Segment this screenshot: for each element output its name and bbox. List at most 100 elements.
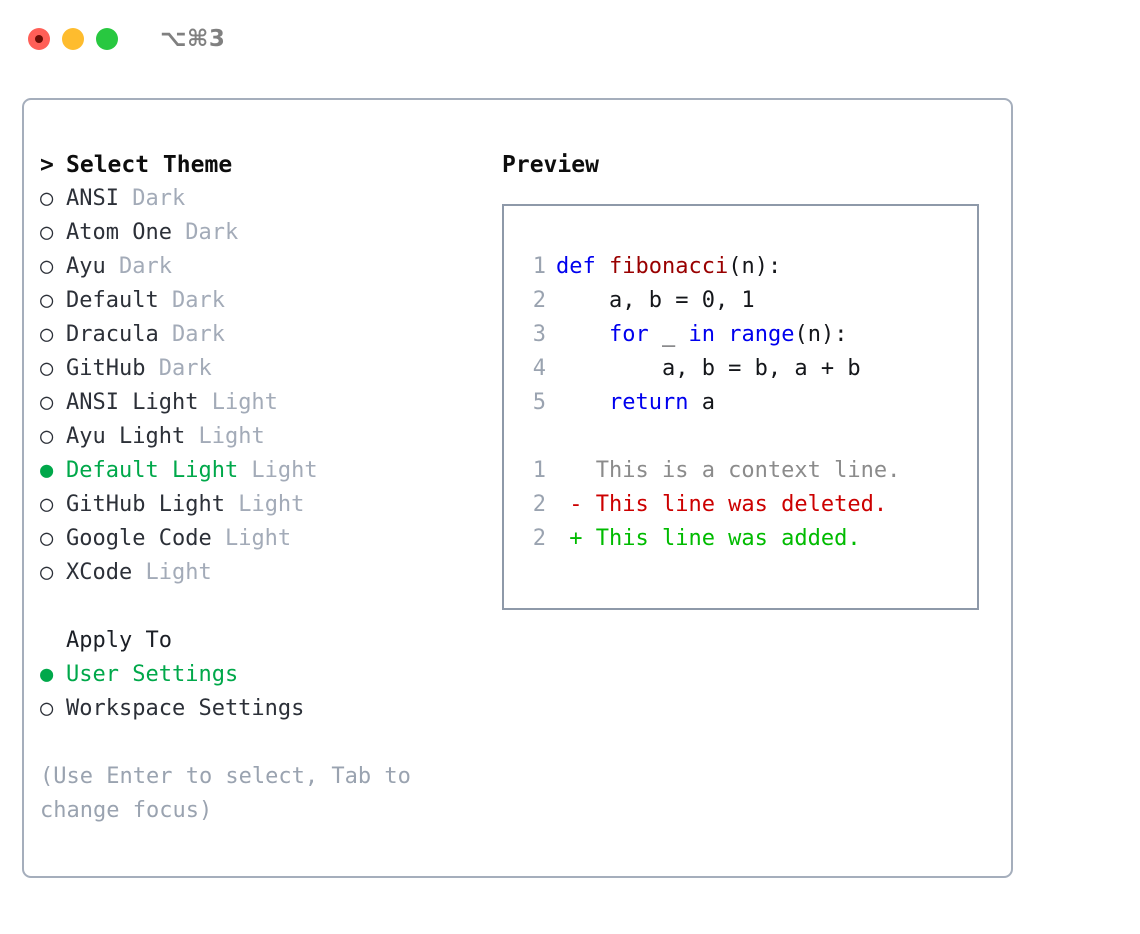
page-title: > Select Theme bbox=[40, 148, 490, 182]
radio-unselected-icon: ○ bbox=[40, 254, 54, 279]
theme-variant-badge: Dark bbox=[145, 356, 212, 381]
radio-unselected-icon: ○ bbox=[40, 424, 54, 449]
close-button[interactable] bbox=[28, 28, 50, 50]
line-number: 3 bbox=[532, 322, 546, 347]
theme-list-item[interactable]: ○ Ayu Dark bbox=[40, 250, 490, 284]
theme-variant-badge: Light bbox=[132, 560, 212, 585]
code-token: return bbox=[608, 390, 689, 415]
diff-line-text: + This line was added. bbox=[556, 526, 861, 551]
code-token: a, b = 0, 1 bbox=[556, 288, 755, 313]
page-title-text: Select Theme bbox=[66, 152, 233, 178]
theme-variant-badge: Light bbox=[211, 526, 292, 551]
theme-variant-badge: Dark bbox=[171, 220, 239, 245]
line-number: 2 bbox=[532, 526, 546, 551]
window-controls bbox=[28, 28, 118, 50]
theme-list-item[interactable]: ○ GitHub Dark bbox=[40, 352, 490, 386]
theme-name: ANSI bbox=[66, 186, 119, 211]
line-number: 2 bbox=[532, 492, 546, 517]
code-sample: 1 def fibonacci(n): 2 a, b = 0, 1 3 for _ i… bbox=[504, 250, 977, 420]
code-token: in bbox=[688, 322, 715, 347]
code-token: a, b = b, a + b bbox=[556, 356, 861, 381]
preview-box: 1 def fibonacci(n): 2 a, b = 0, 1 3 for _ i… bbox=[502, 204, 979, 610]
radio-unselected-icon: ○ bbox=[40, 526, 54, 551]
code-token: for bbox=[608, 322, 649, 347]
theme-variant-badge: Light bbox=[198, 390, 278, 415]
line-number: 5 bbox=[532, 390, 546, 415]
radio-unselected-icon: ○ bbox=[40, 560, 54, 585]
code-token: range bbox=[728, 322, 795, 347]
theme-name: XCode bbox=[66, 560, 133, 585]
diff-line-text: - This line was deleted. bbox=[556, 492, 888, 517]
theme-variant-badge: Dark bbox=[158, 288, 225, 313]
radio-selected-icon: ● bbox=[40, 458, 54, 483]
apply-to-option-label: Workspace Settings bbox=[66, 696, 305, 721]
line-number: 1 bbox=[532, 458, 546, 483]
theme-variant-badge: Dark bbox=[158, 322, 225, 347]
theme-variant-badge: Dark bbox=[118, 186, 186, 211]
code-line: 3 for _ in range(n): bbox=[504, 318, 977, 352]
line-number: 4 bbox=[532, 356, 546, 381]
theme-name: GitHub bbox=[66, 356, 146, 381]
diff-line: 1 This is a context line. bbox=[504, 454, 977, 488]
code-token: fibonacci bbox=[609, 254, 729, 279]
radio-unselected-icon: ○ bbox=[40, 390, 54, 415]
apply-to-title: ○Apply To bbox=[40, 624, 490, 658]
theme-list-item[interactable]: ○ GitHub Light Light bbox=[40, 488, 490, 522]
diff-line-text: This is a context line. bbox=[556, 458, 901, 483]
radio-unselected-icon: ○ bbox=[40, 696, 54, 721]
maximize-button[interactable] bbox=[96, 28, 118, 50]
theme-list-item[interactable]: ○ANSI Light Light bbox=[40, 386, 490, 420]
radio-unselected-icon: ○ bbox=[40, 322, 54, 347]
prompt-caret-icon: > bbox=[40, 152, 54, 178]
theme-variant-badge: Light bbox=[224, 492, 305, 517]
theme-list-item[interactable]: ●Default Light Light bbox=[40, 454, 490, 488]
apply-to-option-label: User Settings bbox=[66, 662, 239, 687]
theme-name: Atom One bbox=[66, 220, 172, 245]
apply-to-option[interactable]: ● User Settings bbox=[40, 658, 490, 692]
code-line: 4 a, b = b, a + b bbox=[504, 352, 977, 386]
diff-line: 2 + This line was added. bbox=[504, 522, 977, 556]
theme-list-item[interactable]: ○ANSI Dark bbox=[40, 182, 490, 216]
theme-name: Google Code bbox=[66, 526, 212, 551]
theme-list-item[interactable]: ○ Ayu Light Light bbox=[40, 420, 490, 454]
theme-name: GitHub Light bbox=[66, 492, 225, 517]
theme-list-item[interactable]: ○ XCode Light bbox=[40, 556, 490, 590]
theme-name: Dracula bbox=[66, 322, 159, 347]
apply-to-option[interactable]: ○ Workspace Settings bbox=[40, 692, 490, 726]
radio-unselected-icon: ○ bbox=[40, 220, 54, 245]
theme-list-item[interactable]: ○ Google Code Light bbox=[40, 522, 490, 556]
theme-name: Ayu Light bbox=[66, 424, 186, 449]
keyboard-hint: (Use Enter to select, Tab to change focu… bbox=[40, 764, 411, 823]
code-token bbox=[715, 322, 728, 347]
preview-column: Preview 1 def fibonacci(n): 2 a, b = 0, 1 3… bbox=[502, 148, 997, 610]
line-number: 1 bbox=[532, 254, 546, 279]
code-token bbox=[596, 254, 609, 279]
theme-list: ○ANSI Dark○Atom One Dark○Ayu Dark○Defaul… bbox=[40, 182, 490, 590]
line-number: 2 bbox=[532, 288, 546, 313]
radio-selected-icon: ● bbox=[40, 662, 54, 687]
radio-unselected-icon: ○ bbox=[40, 288, 54, 313]
preview-title: Preview bbox=[502, 152, 599, 178]
code-line: 1 def fibonacci(n): bbox=[504, 250, 977, 284]
code-line: 5 return a bbox=[504, 386, 977, 420]
theme-variant-badge: Light bbox=[185, 424, 265, 449]
window-titlebar: ⌥⌘3 bbox=[0, 0, 1140, 78]
theme-name: Default Light bbox=[66, 458, 239, 483]
theme-list-item[interactable]: ○Default Dark bbox=[40, 284, 490, 318]
apply-to-list: ● User Settings ○ Workspace Settings bbox=[40, 658, 490, 726]
keyboard-shortcut-label: ⌥⌘3 bbox=[160, 26, 226, 52]
theme-selector-panel: >Select Theme ○ANSI Dark○Atom One Dark○A… bbox=[22, 98, 1013, 878]
list-spacer bbox=[40, 590, 490, 624]
radio-unselected-icon: ○ bbox=[40, 492, 54, 517]
code-token: (n): bbox=[728, 254, 782, 279]
theme-variant-badge: Dark bbox=[105, 254, 172, 279]
theme-list-item[interactable]: ○ Atom One Dark bbox=[40, 216, 490, 250]
code-diff-gap bbox=[504, 420, 977, 454]
code-token: def bbox=[556, 254, 596, 279]
theme-list-item[interactable]: ○ Dracula Dark bbox=[40, 318, 490, 352]
theme-name: Ayu bbox=[66, 254, 106, 279]
radio-unselected-icon: ○ bbox=[40, 356, 54, 381]
minimize-button[interactable] bbox=[62, 28, 84, 50]
code-token bbox=[556, 322, 609, 347]
code-token: a bbox=[688, 390, 715, 415]
